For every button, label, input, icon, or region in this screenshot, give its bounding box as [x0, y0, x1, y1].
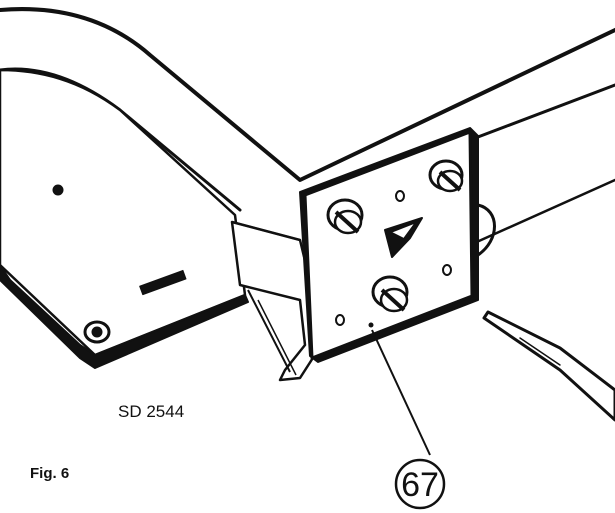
callout-number: 67: [401, 466, 439, 504]
screw-lower-center: [371, 275, 409, 313]
arm-rim: [468, 83, 615, 142]
plate-hole: [52, 184, 64, 196]
plate-hole-left: [335, 314, 345, 326]
screw-upper-left: [326, 198, 364, 235]
plate-hole-right: [442, 264, 452, 276]
arm-top-edge: [0, 7, 615, 182]
bed-plate-edge: [0, 264, 249, 369]
screw-upper-right: [428, 159, 464, 193]
plate-dot: [368, 322, 374, 328]
plate-hole-top: [395, 190, 405, 202]
screwdriver: [482, 310, 615, 422]
figure-caption: Fig. 6: [30, 465, 69, 482]
drawing-code: SD 2544: [118, 402, 184, 421]
bed-plate: [0, 68, 249, 369]
arm-underside-curve: [476, 203, 496, 257]
plate-slot: [139, 269, 187, 296]
callout-leader: [371, 329, 431, 456]
callout-67: 67: [394, 458, 446, 510]
adjustment-plate: [299, 127, 479, 363]
